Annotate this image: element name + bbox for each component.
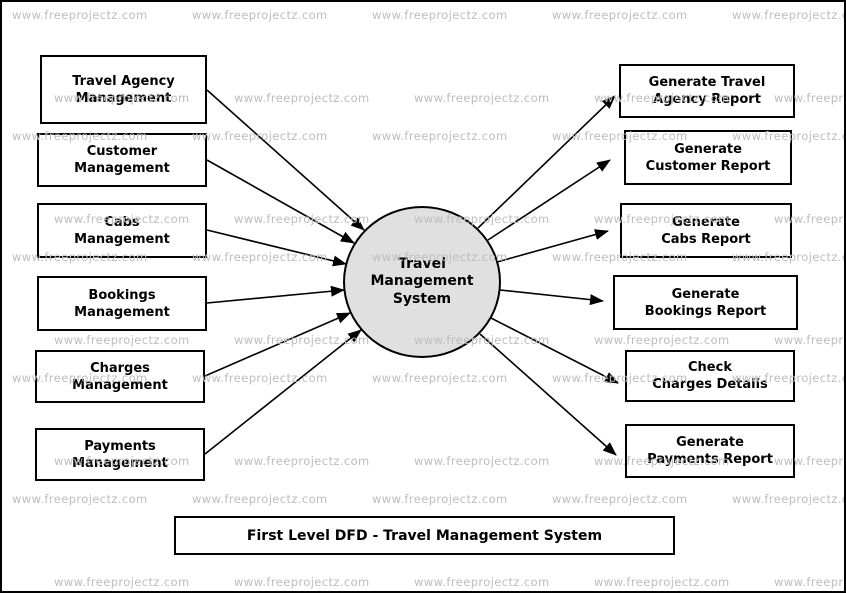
entity-label-line: Generate	[672, 214, 740, 230]
process-label-line: Management	[370, 273, 474, 290]
data-flow-arrow	[477, 95, 616, 229]
entity-label-line: Bookings Report	[644, 303, 767, 319]
entity-label-line: Generate	[676, 435, 744, 450]
entity-label-line: Management	[74, 161, 170, 176]
data-flow-arrow	[487, 159, 611, 241]
process-label-line: System	[392, 290, 452, 307]
data-flow-arrow	[490, 317, 619, 384]
entity-label-line: Agency Report	[653, 92, 761, 107]
entity-label-line: Customer	[86, 144, 158, 159]
entity-label-line: Charges Details	[652, 377, 768, 392]
data-flow-arrow	[499, 289, 604, 306]
entity-label-line: Management	[74, 231, 170, 247]
entity-label-line: Charges	[90, 360, 150, 376]
data-flow-arrow	[204, 312, 351, 377]
entity-label-line: Cabs	[104, 214, 140, 230]
data-flow-arrow	[496, 229, 609, 263]
entity-label-line: Payments	[84, 438, 156, 454]
entity-label-line: Payments Report	[647, 452, 773, 467]
data-flow-arrow	[206, 285, 345, 304]
entity-label-line: Generate Travel	[648, 75, 766, 90]
entity-label-line: Generate	[674, 141, 742, 157]
data-flow-arrow	[206, 159, 355, 244]
data-flow-arrow	[206, 229, 347, 267]
entity-label-line: Management	[72, 455, 168, 471]
process-label-line: Travel	[398, 255, 446, 272]
diagram-title: First Level DFD - Travel Management Syst…	[246, 527, 603, 544]
entity-label-line: Management	[72, 377, 168, 393]
entity-label-line: Management	[74, 304, 170, 320]
diagram-title-box: First Level DFD - Travel Management Syst…	[174, 516, 675, 555]
entity-label-line: Cabs Report	[661, 231, 751, 247]
data-flow-arrow	[204, 329, 362, 455]
entity-label-line: Management	[75, 90, 172, 106]
entity-label-line: Bookings	[88, 287, 156, 303]
entity-label-line: Customer Report	[645, 158, 771, 174]
data-flow-arrow	[206, 89, 365, 231]
entity-label-line: Generate	[671, 286, 740, 302]
entity-label-line: Check	[688, 360, 732, 375]
data-flow-arrow	[479, 333, 617, 456]
entity-label-line: Travel Agency	[72, 73, 175, 89]
process-circle: Travel Management System	[343, 206, 501, 358]
